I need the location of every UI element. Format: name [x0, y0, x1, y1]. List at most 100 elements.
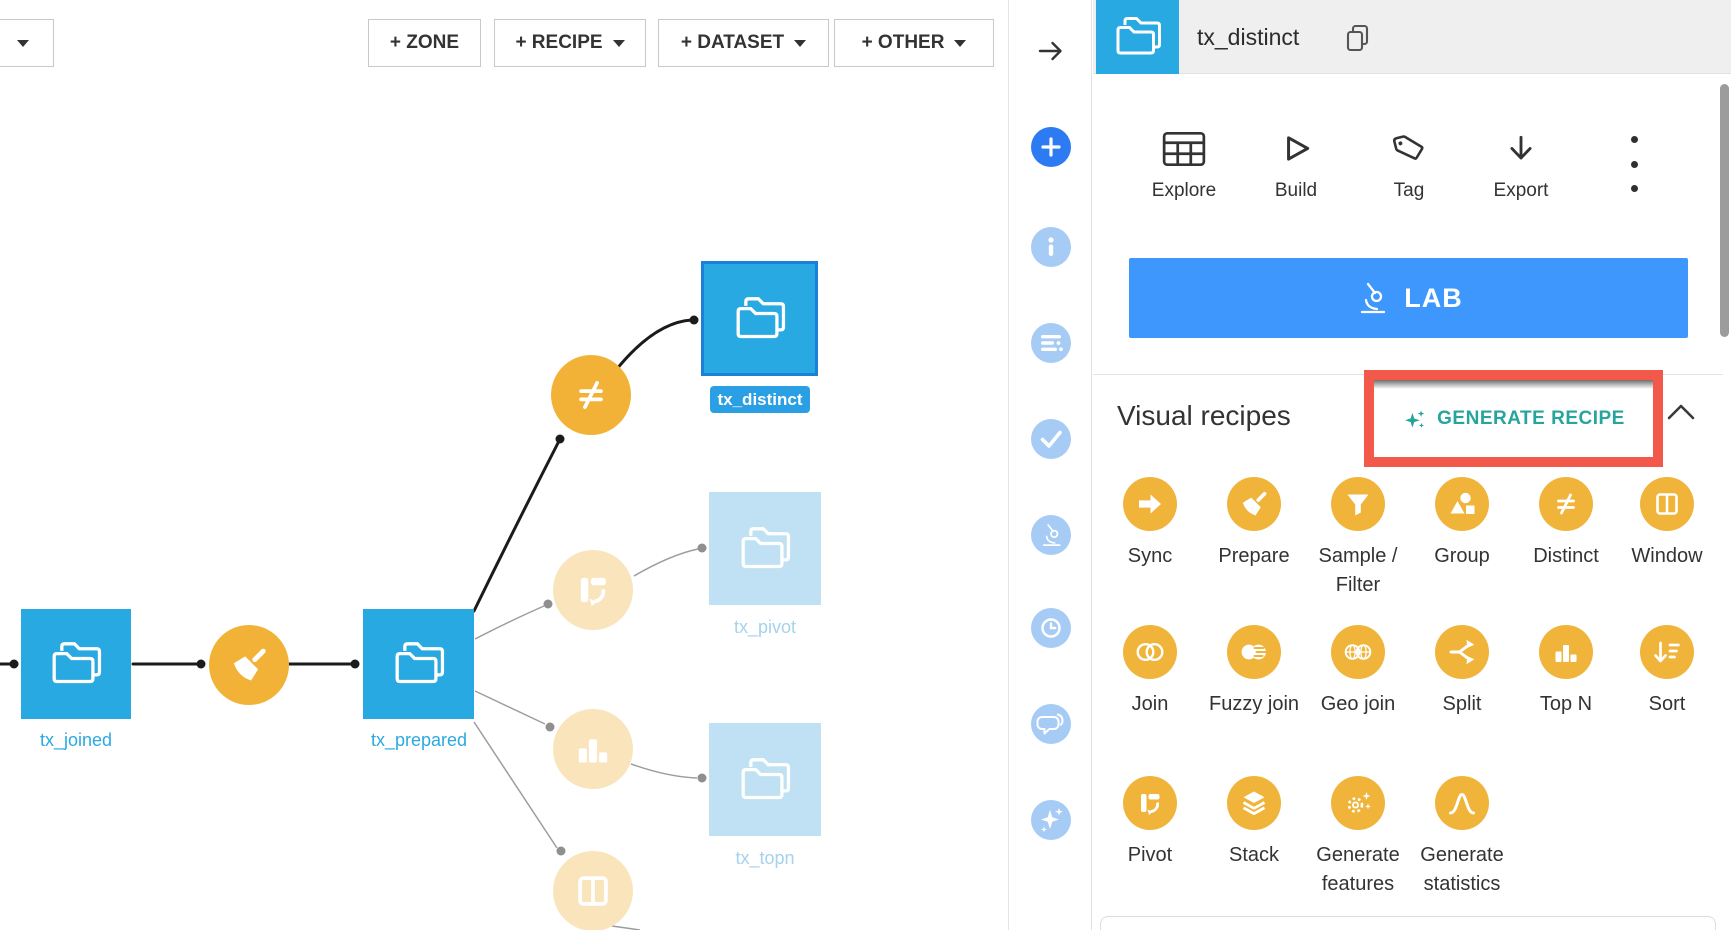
generate-statistics-icon — [1435, 776, 1489, 830]
checklist-icon[interactable] — [1031, 419, 1071, 459]
flow-recipe-distinct[interactable] — [551, 355, 631, 435]
button-label: + OTHER — [861, 32, 945, 53]
flow-recipe-window[interactable] — [553, 851, 633, 930]
add-other-button[interactable]: + OTHER — [834, 19, 994, 67]
recipe-sample-filter[interactable]: Sample / Filter — [1306, 477, 1410, 600]
managed-folder-icon — [736, 296, 785, 338]
panel-scrollbar-thumb[interactable] — [1720, 84, 1729, 337]
button-label: + ZONE — [389, 32, 460, 53]
add-dataset-button[interactable]: + DATASET — [658, 19, 829, 67]
tag-icon — [1391, 124, 1427, 174]
managed-folder-icon — [395, 642, 444, 684]
flow-recipe-prepare[interactable] — [209, 625, 289, 705]
expand-panel-arrow-icon[interactable] — [1031, 31, 1071, 71]
chevron-down-icon — [612, 39, 625, 47]
lab-icon[interactable] — [1031, 515, 1071, 555]
flow-zoom-dropdown[interactable] — [0, 19, 54, 67]
lab-microscope-icon — [1361, 282, 1386, 314]
recipe-pivot[interactable]: Pivot — [1098, 776, 1202, 870]
lab-button[interactable]: LAB — [1129, 258, 1688, 338]
recipe-prepare[interactable]: Prepare — [1202, 477, 1306, 571]
window-icon — [1640, 477, 1694, 531]
visual-recipes-heading: Visual recipes — [1117, 400, 1291, 431]
flow-node-tx-topn[interactable] — [709, 723, 821, 836]
managed-folder-icon — [52, 642, 102, 684]
recipe-sort[interactable]: Sort — [1615, 625, 1719, 719]
add-zone-button[interactable]: + ZONE — [368, 19, 481, 67]
table-grid-icon — [1161, 124, 1207, 174]
collapse-section-chevron-icon[interactable] — [1666, 402, 1696, 422]
recipe-generate-features[interactable]: Generate features — [1306, 776, 1410, 899]
recipe-sync[interactable]: Sync — [1098, 477, 1202, 571]
top-n-icon — [1539, 625, 1593, 679]
discussions-icon[interactable] — [1031, 704, 1071, 744]
tag-action[interactable]: Tag — [1359, 124, 1459, 202]
distinct-icon — [1539, 477, 1593, 531]
recipe-join[interactable]: Join — [1098, 625, 1202, 719]
join-icon — [1123, 625, 1177, 679]
info-icon[interactable] — [1031, 227, 1071, 267]
flow-recipe-pivot[interactable] — [553, 550, 633, 630]
flow-node-label-chip[interactable]: tx_distinct — [710, 386, 810, 413]
geo-join-icon — [1331, 625, 1385, 679]
lab-label: LAB — [1404, 282, 1463, 313]
generate-recipe-button[interactable]: GENERATE RECIPE — [1374, 380, 1653, 457]
action-label: Export — [1493, 180, 1549, 201]
right-panel-tab-bar — [1008, 0, 1092, 930]
sort-icon — [1640, 625, 1694, 679]
split-icon — [1435, 625, 1489, 679]
copy-name-icon[interactable] — [1343, 23, 1373, 53]
window-icon — [578, 876, 608, 906]
recipe-distinct[interactable]: Distinct — [1514, 477, 1618, 571]
pivot-icon — [1123, 776, 1177, 830]
more-actions-menu-icon[interactable] — [1612, 136, 1656, 192]
recipe-split[interactable]: Split — [1410, 625, 1514, 719]
details-icon[interactable] — [1031, 323, 1071, 363]
group-shapes-icon — [1435, 477, 1489, 531]
add-icon[interactable] — [1031, 127, 1071, 167]
recipe-window[interactable]: Window — [1615, 477, 1719, 571]
flow-node-label: tx_topn — [735, 848, 795, 868]
chevron-down-icon — [794, 39, 807, 47]
flow-canvas[interactable]: tx_joined tx_prepared — [0, 0, 1008, 930]
export-action[interactable]: Export — [1471, 124, 1571, 202]
flow-node-tx-distinct[interactable] — [701, 261, 818, 376]
button-label: + DATASET — [680, 32, 785, 53]
generate-features-icon — [1331, 776, 1385, 830]
flow-node-tx-joined[interactable] — [21, 609, 131, 719]
recipe-top-n[interactable]: Top N — [1514, 625, 1618, 719]
play-icon — [1279, 124, 1313, 174]
distinct-icon — [579, 381, 603, 409]
top-n-icon — [578, 739, 608, 763]
pivot-icon — [580, 577, 606, 607]
managed-folder-icon — [741, 526, 791, 568]
prepare-broom-icon — [1227, 477, 1281, 531]
recipe-geo-join[interactable]: Geo join — [1306, 625, 1410, 719]
recipe-generate-statistics[interactable]: Generate statistics — [1410, 776, 1514, 899]
action-label: Explore — [1151, 180, 1217, 201]
action-label: Build — [1274, 180, 1318, 201]
recipe-group[interactable]: Group — [1410, 477, 1514, 571]
recipe-stack[interactable]: Stack — [1202, 776, 1306, 870]
panel-header: tx_distinct — [1093, 0, 1731, 74]
history-clock-icon[interactable] — [1031, 608, 1071, 648]
add-recipe-button[interactable]: + RECIPE — [494, 19, 646, 67]
build-action[interactable]: Build — [1246, 124, 1346, 202]
flow-node-label: tx_joined — [39, 730, 113, 750]
ai-sparkle-icon[interactable] — [1031, 800, 1071, 840]
managed-folder-icon — [1096, 0, 1179, 74]
explore-action[interactable]: Explore — [1134, 124, 1234, 202]
fuzzy-join-icon — [1227, 625, 1281, 679]
recipe-fuzzy-join[interactable]: Fuzzy join — [1202, 625, 1306, 719]
generate-recipe-highlight-box: GENERATE RECIPE — [1364, 370, 1663, 467]
next-section-top-edge — [1100, 916, 1716, 930]
flow-recipe-top-n[interactable] — [553, 709, 633, 789]
flow-edges — [0, 315, 707, 930]
stack-icon — [1227, 776, 1281, 830]
flow-node-tx-pivot[interactable] — [709, 492, 821, 605]
download-arrow-icon — [1505, 124, 1537, 174]
flow-node-tx-prepared[interactable] — [363, 609, 474, 719]
generate-recipe-label: GENERATE RECIPE — [1437, 407, 1625, 429]
sync-icon — [1123, 477, 1177, 531]
